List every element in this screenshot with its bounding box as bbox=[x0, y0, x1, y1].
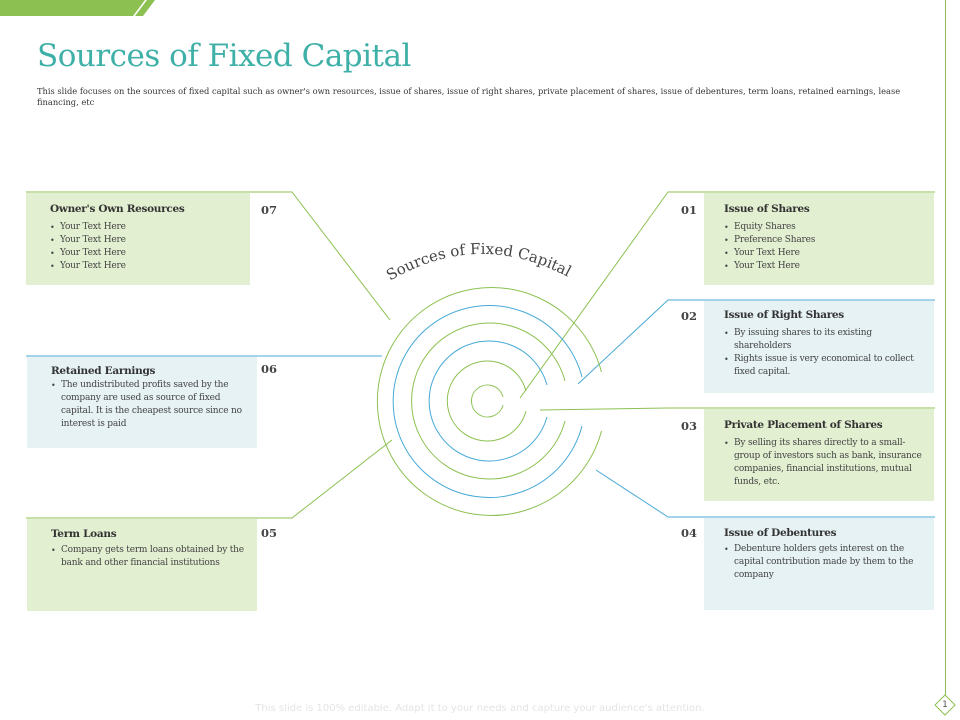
box-title: Private Placement of Shares bbox=[724, 419, 883, 431]
footer-note: This slide is 100% editable. Adapt it to… bbox=[255, 703, 705, 714]
box-title: Issue of Right Shares bbox=[724, 309, 844, 321]
page-title: Sources of Fixed Capital bbox=[37, 38, 411, 74]
ring-6 bbox=[471, 384, 504, 418]
bullet: The undistributed profits saved by the c… bbox=[51, 379, 247, 431]
number-04: 04 bbox=[681, 526, 698, 540]
ring-5 bbox=[446, 360, 527, 442]
box-issue-of-debentures: Issue of Debentures Debenture holders ge… bbox=[704, 518, 934, 610]
center-label: Sources of Fixed Capital bbox=[383, 240, 574, 284]
bullet: Company gets term loans obtained by the … bbox=[51, 544, 247, 570]
connector-01 bbox=[519, 191, 935, 399]
bullet: Equity Shares bbox=[724, 221, 924, 234]
connector-05 bbox=[26, 439, 393, 519]
number-07: 07 bbox=[261, 203, 278, 217]
box-private-placement-of-shares: Private Placement of Shares By selling i… bbox=[704, 409, 934, 501]
ring-1 bbox=[376, 287, 602, 516]
bullet: Your Text Here bbox=[50, 221, 240, 234]
box-title: Issue of Debentures bbox=[724, 527, 837, 539]
bullet: Your Text Here bbox=[50, 247, 240, 260]
page-number-badge: 1 bbox=[934, 694, 956, 716]
bullet: Rights issue is very economical to colle… bbox=[724, 353, 924, 379]
box-retained-earnings: Retained Earnings The undistributed prof… bbox=[27, 357, 257, 448]
connector-04 bbox=[595, 469, 935, 518]
number-05: 05 bbox=[261, 526, 278, 540]
corner-accent-bar bbox=[0, 0, 155, 16]
box-title: Owner's Own Resources bbox=[50, 203, 185, 215]
number-03: 03 bbox=[681, 419, 698, 433]
box-owners-own-resources: Owner's Own Resources Your Text Here You… bbox=[26, 193, 250, 285]
ring-4 bbox=[428, 340, 548, 462]
ring-2 bbox=[392, 305, 583, 498]
right-border-line bbox=[945, 0, 946, 700]
page-subtitle: This slide focuses on the sources of fix… bbox=[37, 86, 901, 107]
box-issue-of-shares: Issue of Shares Equity Shares Preference… bbox=[704, 193, 934, 285]
number-01: 01 bbox=[681, 203, 698, 217]
box-title: Retained Earnings bbox=[51, 365, 156, 377]
connector-02 bbox=[577, 299, 935, 385]
number-02: 02 bbox=[681, 309, 698, 323]
number-06: 06 bbox=[261, 362, 278, 376]
bullet: Preference Shares bbox=[724, 234, 924, 247]
bullet: Your Text Here bbox=[724, 260, 924, 273]
box-title: Issue of Shares bbox=[724, 203, 810, 215]
box-title: Term Loans bbox=[51, 528, 117, 540]
bullet: Debenture holders gets interest on the c… bbox=[724, 543, 924, 582]
bullet: By issuing shares to its existing shareh… bbox=[724, 327, 924, 353]
page-number: 1 bbox=[942, 700, 948, 710]
connector-07 bbox=[26, 191, 391, 321]
ring-3 bbox=[411, 322, 566, 480]
box-issue-of-right-shares: Issue of Right Shares By issuing shares … bbox=[704, 301, 934, 393]
bullet: Your Text Here bbox=[50, 260, 240, 273]
box-term-loans: Term Loans Company gets term loans obtai… bbox=[27, 519, 257, 611]
bullet: By selling its shares directly to a smal… bbox=[724, 437, 924, 489]
bullet: Your Text Here bbox=[724, 247, 924, 260]
connector-03 bbox=[539, 407, 935, 411]
bullet: Your Text Here bbox=[50, 234, 240, 247]
